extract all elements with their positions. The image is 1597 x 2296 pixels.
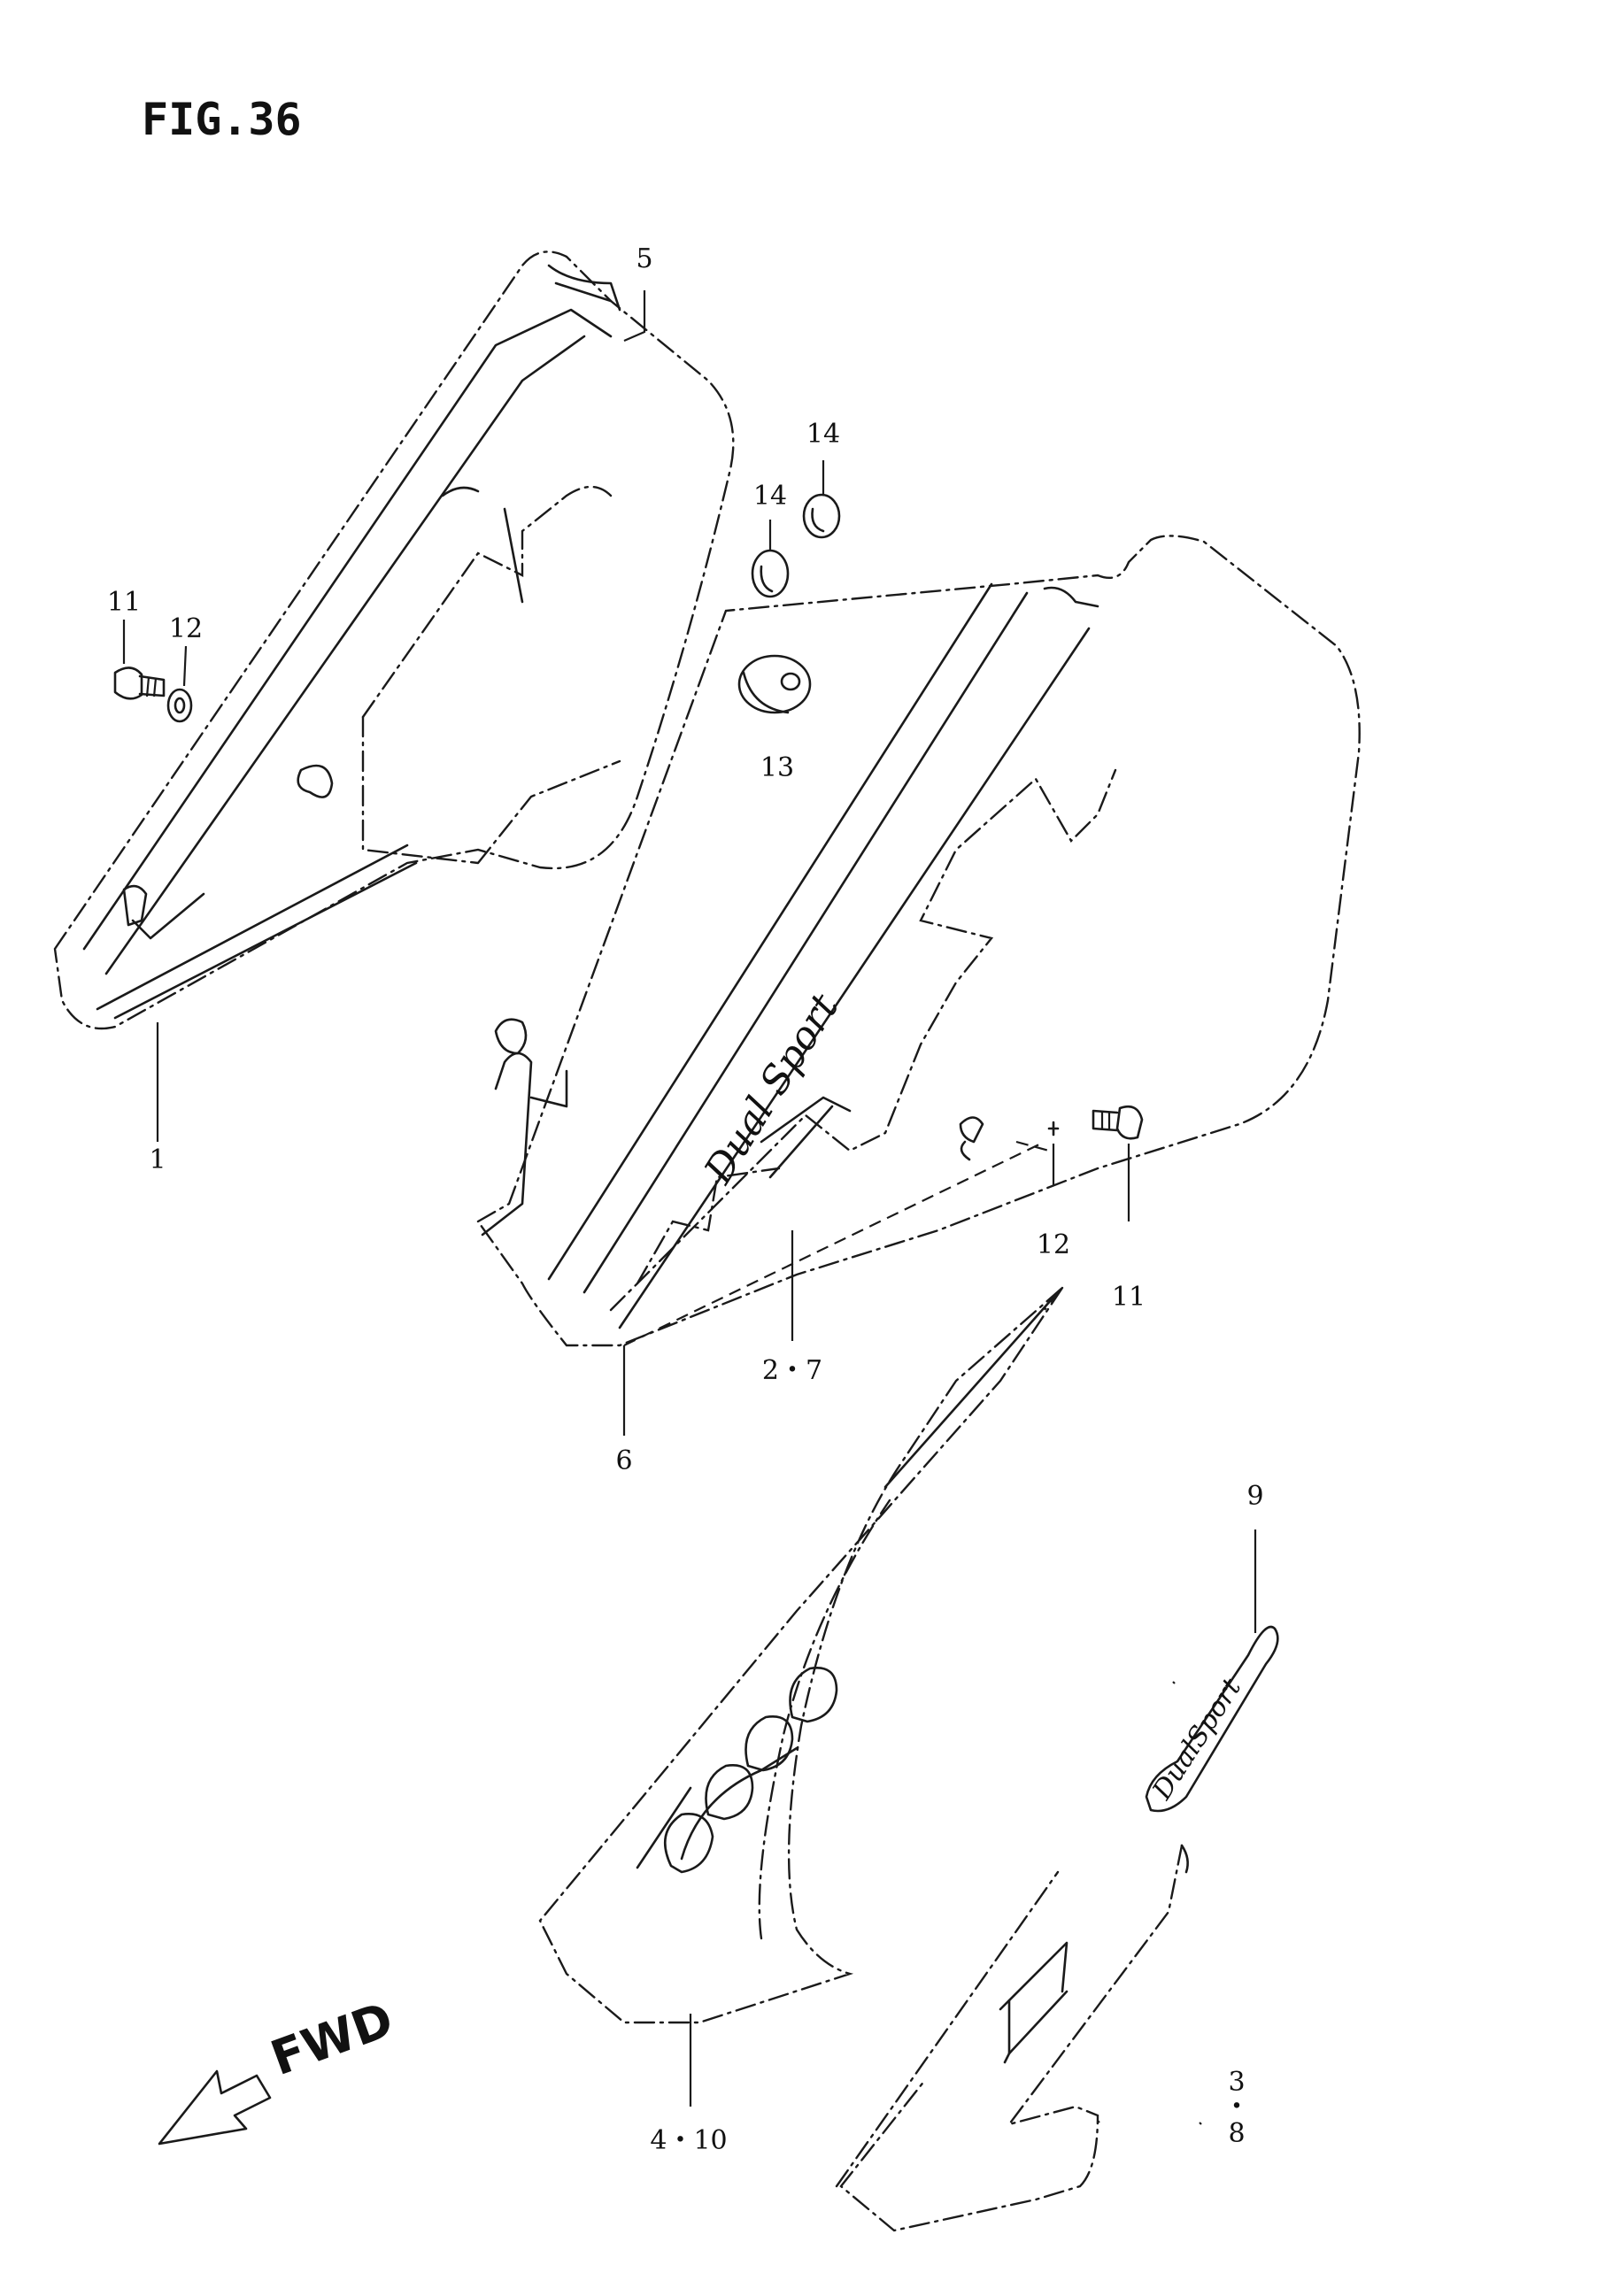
callout-14-upper: 14: [806, 419, 840, 450]
emblem-text: DualSport: [1146, 1672, 1248, 1806]
callout-5: 5: [636, 243, 652, 274]
callout-11-left: 11: [107, 587, 141, 618]
callout-1: 1: [149, 1144, 166, 1175]
frame-cover-center: Dual Sport: [476, 535, 1361, 1347]
frame-cover-left: [53, 250, 735, 1030]
callout-3-separator: ・: [1223, 2092, 1250, 2123]
grommet-lower: [751, 549, 790, 598]
bolt-left: [113, 666, 166, 700]
washer-left: [166, 688, 193, 723]
dual-sport-emblem: DualSport: [1145, 1625, 1279, 1813]
callout-11-right: 11: [1112, 1282, 1146, 1313]
grommet-upper: [802, 493, 841, 539]
washer-right: [1047, 1121, 1060, 1136]
callout-14-lower: 14: [753, 481, 787, 512]
stripe-panel-350: [538, 1287, 1063, 2024]
fwd-label: FWD: [264, 1992, 400, 2087]
callout-12-right: 12: [1037, 1229, 1070, 1260]
callout-13: 13: [760, 752, 794, 783]
callout-6: 6: [615, 1445, 632, 1476]
callout-9: 9: [1246, 1481, 1263, 1512]
fwd-arrow-icon: [158, 2069, 272, 2146]
figure-title: FIG.36: [142, 94, 302, 145]
callout-8: 8: [1228, 2118, 1245, 2149]
stripe-panel-lower-right: [835, 1844, 1189, 2232]
decal-350: [664, 1666, 838, 1874]
grommet-13: [737, 654, 812, 714]
callout-12-left: 12: [169, 613, 203, 644]
dual-sport-decal-center: Dual Sport: [696, 986, 848, 1192]
bolt-right: [1092, 1105, 1144, 1140]
callout-4-10: 4・10: [650, 2125, 727, 2156]
callout-2-7: 2・7: [762, 1355, 822, 1386]
callout-3: 3: [1228, 2067, 1245, 2098]
